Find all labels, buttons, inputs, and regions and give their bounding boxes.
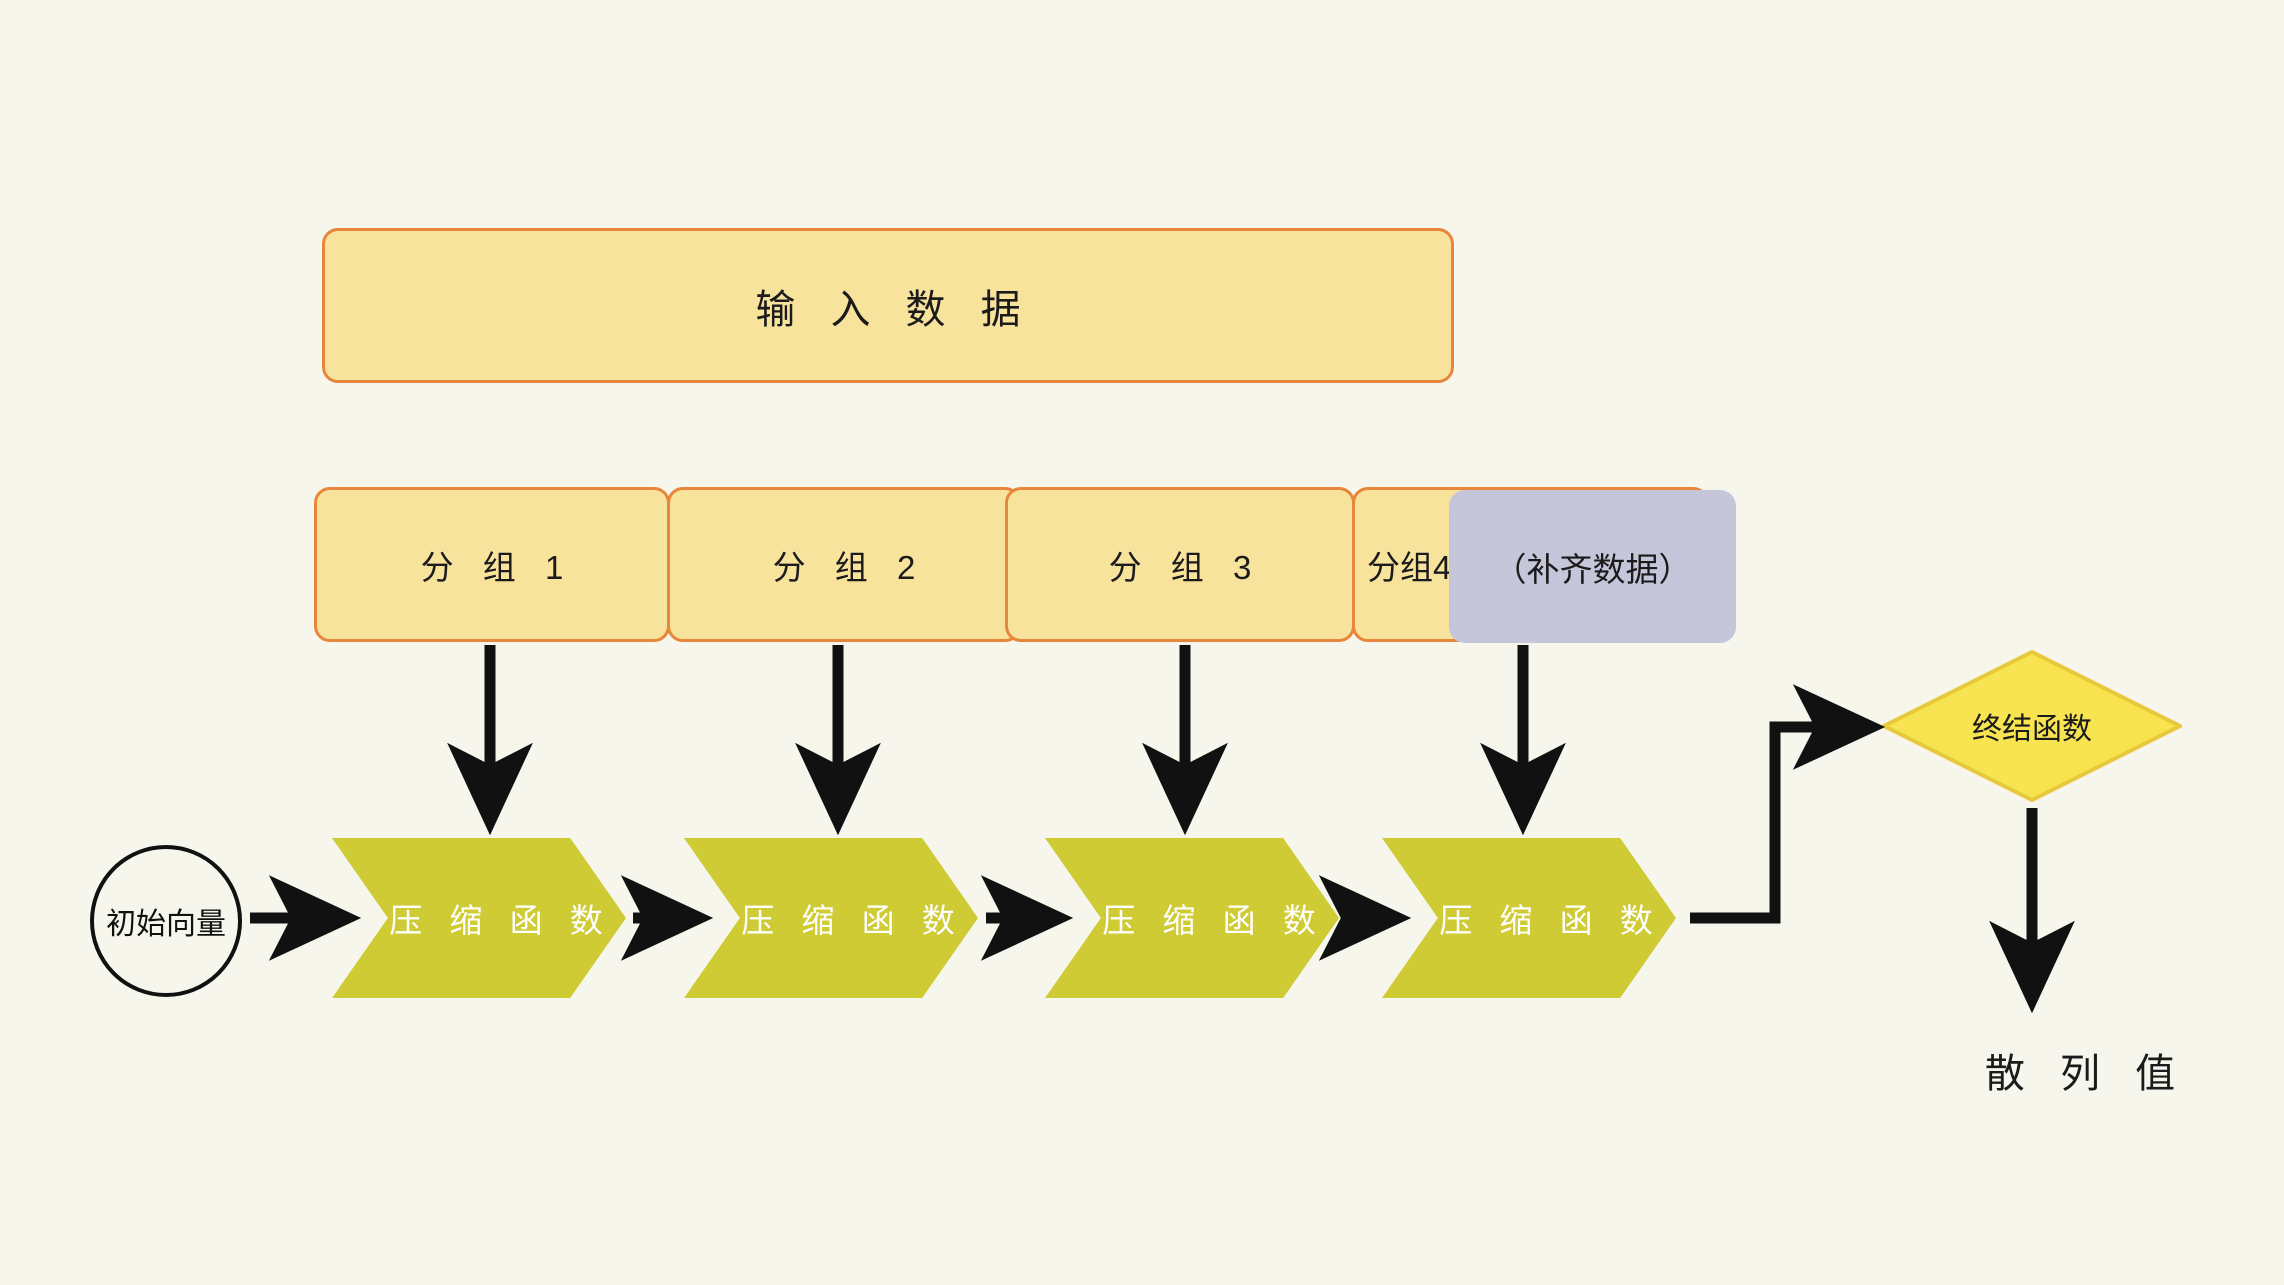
group-box-2: 分 组 2 (667, 487, 1021, 642)
initial-vector-circle: 初始向量 (90, 845, 242, 997)
compression-function-1: 压 缩 函 数 (332, 838, 626, 998)
input-data-box: 输 入 数 据 (322, 228, 1454, 383)
compression-function-4: 压 缩 函 数 (1382, 838, 1676, 998)
compression-function-2: 压 缩 函 数 (684, 838, 978, 998)
padding-data-box: （补齐数据） (1449, 490, 1736, 643)
compression-function-3: 压 缩 函 数 (1045, 838, 1339, 998)
hash-value-label: 散 列 值 (1984, 1052, 2188, 1096)
diamond-outline-icon (1882, 650, 2182, 802)
final-function-diamond: 终结函数 (1882, 650, 2182, 802)
arrow-compression4-to-final-function (1690, 684, 1886, 924)
group-box-1: 分 组 1 (314, 487, 670, 642)
group-box-3: 分 组 3 (1005, 487, 1355, 642)
final-function-label: 终结函数 (1972, 713, 2092, 746)
